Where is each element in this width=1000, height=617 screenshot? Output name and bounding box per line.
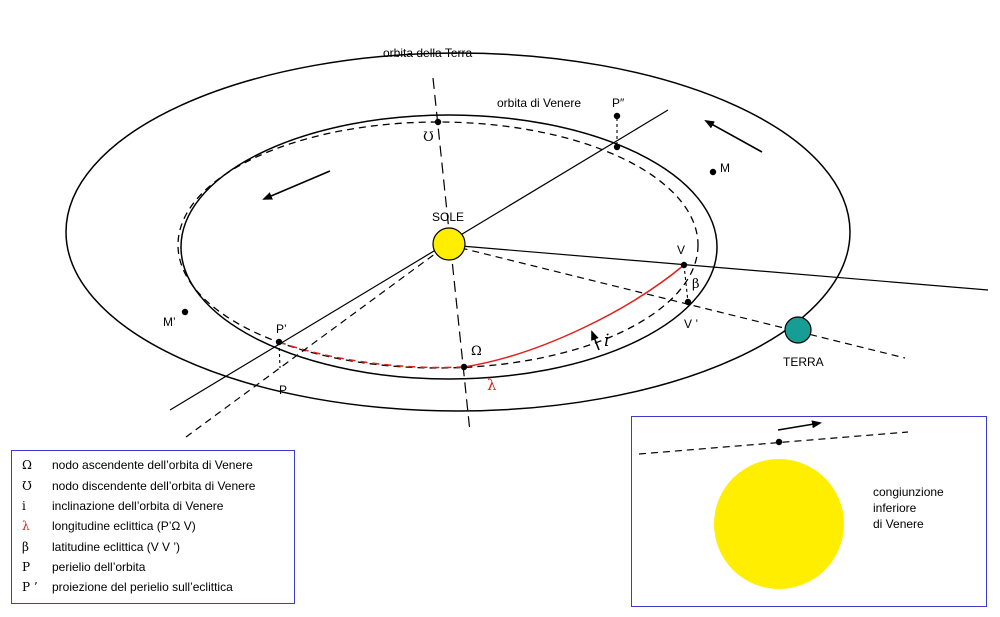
inset-venus-direction-arrow <box>777 420 822 431</box>
legend-text: inclinazione dell’orbita di Venere <box>52 499 224 513</box>
inset-venus <box>775 438 783 446</box>
sun-venus-line <box>448 244 989 291</box>
projection-beta <box>683 264 689 303</box>
venus-orbit-projection-dashed <box>177 121 699 369</box>
point-p-prime <box>275 338 283 346</box>
point-ascending-node <box>460 363 468 371</box>
label-lambda: λ <box>487 376 497 394</box>
legend-text: nodo discendente dell’orbita di Venere <box>52 479 256 493</box>
longitude-arc-solid <box>463 264 685 368</box>
projection-p-prime <box>278 341 281 369</box>
label-beta: β <box>692 277 700 292</box>
label-m-prime: M’ <box>163 315 176 329</box>
label-v-prime: V ’ <box>684 317 698 331</box>
inset-caption-line3: di Venere <box>873 517 924 531</box>
point-p-double-prime <box>613 112 621 120</box>
legend-symbol: β <box>22 540 29 554</box>
inset-venus-path <box>638 431 909 455</box>
legend-text: latitudine eclittica (V V ’) <box>52 540 181 554</box>
earth-orbit-ellipse <box>65 52 851 412</box>
label-p-double-prime: P″ <box>612 96 625 110</box>
longitude-arc-dashed <box>278 341 465 369</box>
apsidal-line <box>169 109 669 411</box>
sun-earth-line <box>448 244 906 359</box>
legend-symbol: i <box>22 499 26 513</box>
venus-direction-arrow <box>262 170 331 200</box>
sun-label: SOLE <box>432 210 464 224</box>
legend-text: perielio dell’orbita <box>52 560 146 574</box>
legend: Ω nodo ascendente dell’orbita di Venere … <box>11 450 295 604</box>
label-inclination: i <box>604 331 609 351</box>
venus-orbit-label: orbita di Venere <box>497 96 581 110</box>
point-v-prime <box>684 298 692 306</box>
label-descending-node: Ʊ <box>423 130 434 145</box>
inset-sun <box>714 459 844 589</box>
projected-apsidal-line <box>185 244 448 438</box>
label-v: V <box>677 243 685 257</box>
legend-symbol: λ <box>22 519 30 533</box>
label-p: P <box>279 383 287 397</box>
legend-text: proiezione del perielio sull’eclittica <box>52 580 233 594</box>
venus-orbit-ellipse <box>180 114 718 380</box>
inset-caption-line2: inferiore <box>873 501 917 515</box>
earth <box>784 316 812 344</box>
sun <box>432 227 466 261</box>
point-v <box>680 261 688 269</box>
earth-label: TERRA <box>783 355 824 369</box>
point-p-double-prime-proj <box>613 143 621 151</box>
earth-direction-arrow <box>704 120 763 153</box>
legend-symbol: P <box>22 560 31 574</box>
inclination-arrow <box>591 330 600 351</box>
legend-symbol: Ʊ <box>22 479 32 493</box>
point-m-prime <box>181 308 189 316</box>
inferior-conjunction-inset <box>631 416 987 607</box>
legend-text: nodo ascendente dell’orbita di Venere <box>52 458 253 472</box>
point-descending-node <box>434 118 442 126</box>
label-ascending-node: Ω <box>471 344 482 359</box>
inset-caption-line1: congiunzione <box>873 485 944 499</box>
label-m: M <box>720 161 730 175</box>
earth-orbit-label: orbita della Terra <box>383 46 472 60</box>
legend-symbol: P ’ <box>22 580 38 594</box>
label-p-prime: P’ <box>276 322 287 336</box>
point-m <box>709 168 717 176</box>
legend-text: longitudine eclittica (P’Ω V) <box>52 519 196 533</box>
legend-symbol: Ω <box>22 458 32 472</box>
